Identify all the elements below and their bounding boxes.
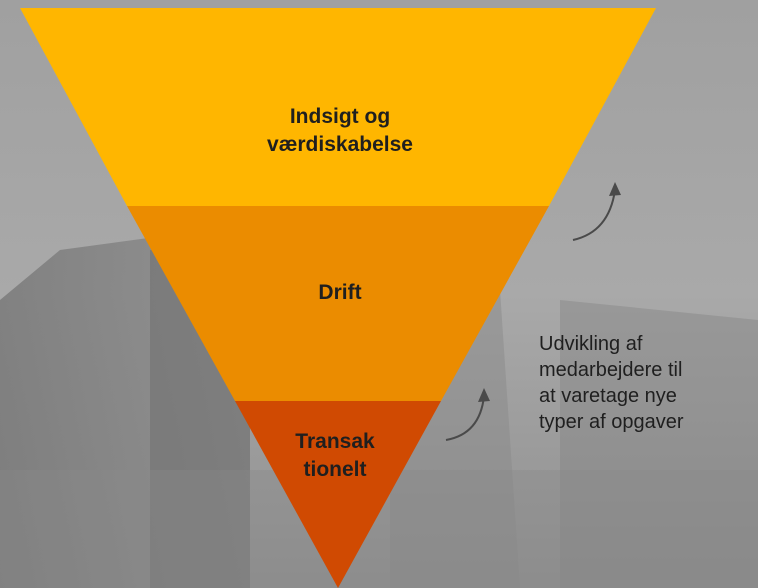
curved-arrow-upper [572,182,621,241]
level-label-middle-line1: Drift [318,281,362,304]
level-label-top: Indsigt og værdiskabelse [230,103,450,159]
side-note: Udvikling af medarbejdere til at varetag… [539,331,754,435]
level-label-middle: Drift [230,279,450,307]
level-label-bottom: Transak tionelt [240,428,430,484]
side-note-line1: Udvikling af [539,333,643,355]
pyramid-level-bottom [235,401,441,588]
level-label-bottom-line2: tionelt [303,458,367,481]
side-note-line4: typer af opgaver [539,411,684,433]
level-label-top-line2: værdiskabelse [267,133,413,156]
pyramid-level-top [20,8,656,206]
level-label-top-line1: Indsigt og [289,105,391,128]
pyramid-level-middle [127,206,549,401]
level-label-bottom-line1: Transak [295,430,375,453]
curved-arrow-lower [445,388,490,441]
side-note-line2: medarbejdere til [539,359,683,381]
side-note-line3: at varetage nye [539,385,677,407]
